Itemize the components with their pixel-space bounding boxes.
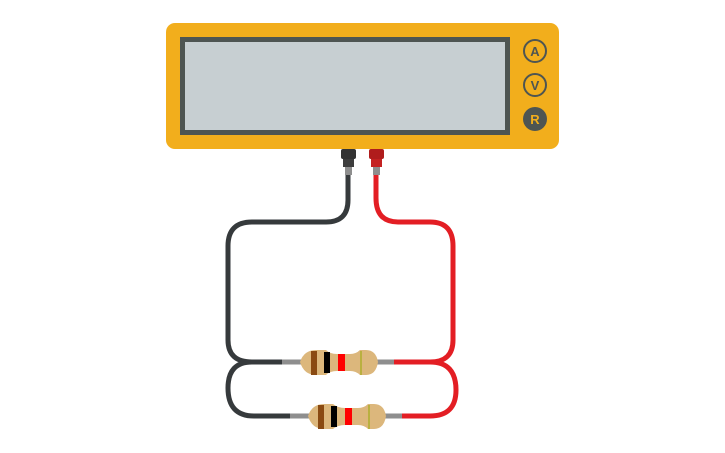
resistor-2-band-4 xyxy=(368,405,370,429)
mode-button-ammeter[interactable]: A xyxy=(523,39,547,63)
resistor-1[interactable] xyxy=(282,350,394,375)
resistor-2[interactable] xyxy=(290,404,402,429)
black-wires xyxy=(225,172,351,419)
probe-negative[interactable] xyxy=(341,149,356,175)
resistor-2-band-3 xyxy=(345,408,352,425)
red-wire-loop[interactable] xyxy=(399,359,459,419)
resistor-2-band-2 xyxy=(331,406,337,427)
mode-button-ohmmeter-label: R xyxy=(530,112,540,127)
mode-button-ohmmeter[interactable]: R xyxy=(523,107,547,131)
red-wires xyxy=(373,172,459,419)
multimeter: A V R xyxy=(166,23,559,149)
resistor-1-band-1 xyxy=(311,351,317,375)
mode-button-voltmeter[interactable]: V xyxy=(523,73,547,97)
black-wire-loop[interactable] xyxy=(225,359,293,419)
red-wire-main[interactable] xyxy=(373,172,456,365)
probe-positive[interactable] xyxy=(369,149,384,175)
display-screen xyxy=(185,42,505,130)
resistor-2-band-1 xyxy=(318,405,324,429)
resistor-1-band-2 xyxy=(324,352,330,373)
mode-button-ammeter-label: A xyxy=(530,44,540,59)
resistor-1-band-3 xyxy=(338,354,345,371)
resistor-1-band-4 xyxy=(360,351,362,375)
black-wire-main[interactable] xyxy=(225,172,351,365)
mode-button-voltmeter-label: V xyxy=(531,78,540,93)
